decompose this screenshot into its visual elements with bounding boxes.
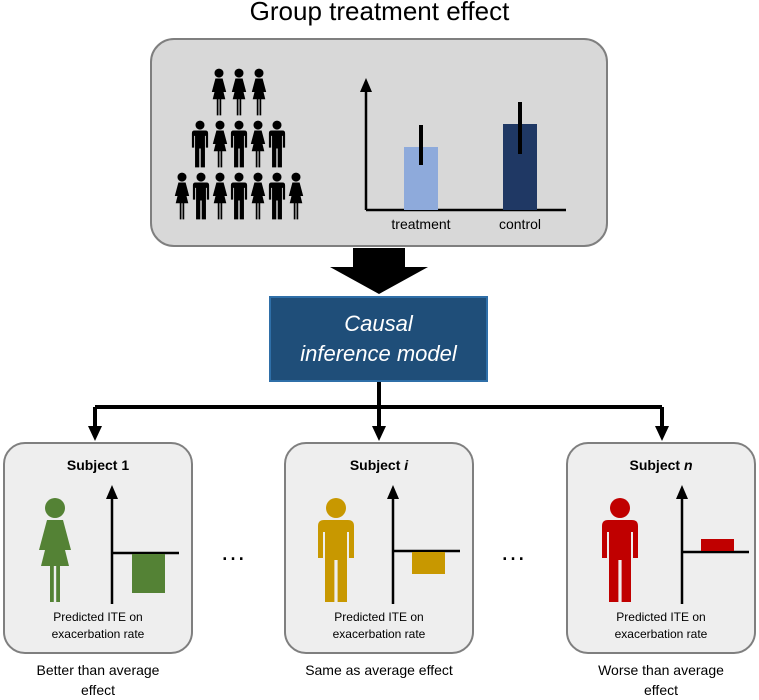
female-person-icon xyxy=(39,498,71,602)
male-person-icon xyxy=(318,498,354,602)
connector-arrows xyxy=(93,382,664,428)
diagram-title: Group treatment effect xyxy=(249,0,510,26)
group-chart: treatment control xyxy=(360,78,566,232)
subject-title: Subject n xyxy=(629,457,693,473)
arrow-head-icon xyxy=(88,426,102,441)
y-axis-arrow-icon xyxy=(106,485,118,499)
y-axis-arrow-icon xyxy=(387,485,399,499)
subject-chart xyxy=(318,485,460,604)
subject-chart xyxy=(39,485,179,604)
ite-bar xyxy=(132,554,165,593)
outcome-label-i: Same as average effect xyxy=(305,662,453,678)
model-line-2: inference model xyxy=(300,341,457,366)
subject-title: Subject 1 xyxy=(66,457,130,473)
subject-title: Subject i xyxy=(349,457,409,473)
crowd-icon xyxy=(174,68,304,220)
arrow-head-icon xyxy=(655,426,669,441)
y-axis-arrow-icon xyxy=(360,78,372,92)
causal-model-box: Causal inference model xyxy=(269,296,488,382)
ellipsis-left: … xyxy=(220,536,247,566)
male-person-icon xyxy=(602,498,638,602)
ite-bar xyxy=(701,539,734,551)
ite-bar xyxy=(412,552,445,574)
model-line-1: Causal xyxy=(344,311,413,336)
subject-chart xyxy=(602,485,749,604)
tick-control: control xyxy=(499,216,541,232)
y-axis-arrow-icon xyxy=(676,485,688,499)
arrow-head-icon xyxy=(372,426,386,441)
ellipsis-right: … xyxy=(500,536,527,566)
down-arrow-icon xyxy=(330,248,428,294)
tick-treatment: treatment xyxy=(391,216,450,232)
